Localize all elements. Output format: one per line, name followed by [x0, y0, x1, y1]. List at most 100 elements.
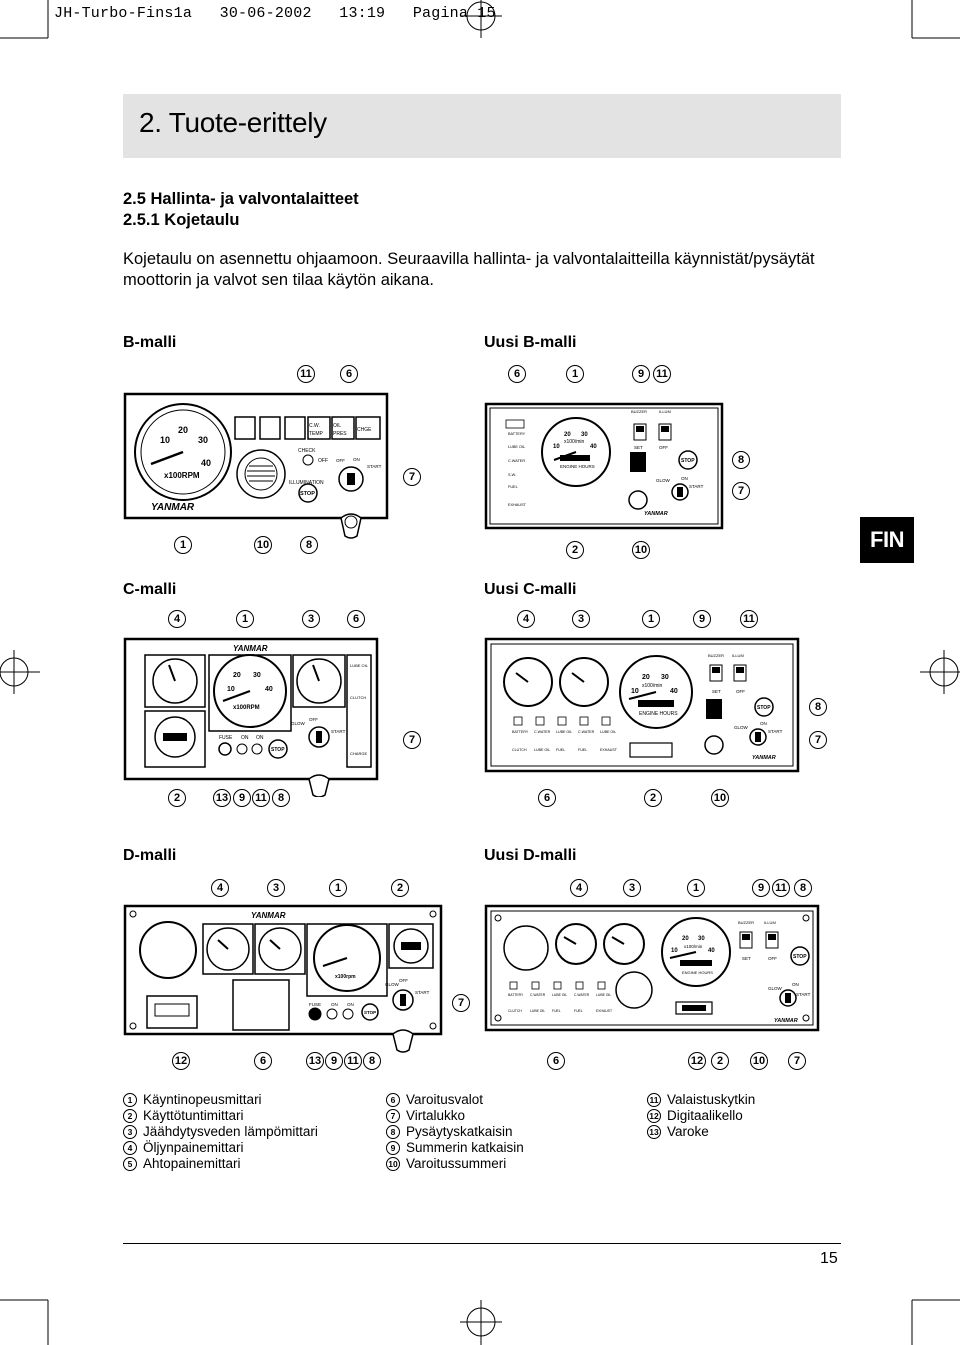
- svg-text:OFF: OFF: [768, 956, 777, 961]
- svg-text:OFF: OFF: [336, 458, 345, 463]
- svg-text:30: 30: [253, 672, 261, 679]
- svg-text:START: START: [768, 729, 783, 734]
- svg-text:LUBE OIL: LUBE OIL: [530, 1009, 545, 1013]
- legend-text: Öljynpainemittari: [143, 1140, 244, 1155]
- svg-text:10: 10: [671, 948, 678, 954]
- legend-item: 3 Jäähdytysveden lämpömittari: [123, 1124, 318, 1140]
- callout-1: 1: [642, 610, 660, 628]
- callout-9: 9: [325, 1052, 343, 1070]
- legend-text: Varoke: [667, 1124, 709, 1139]
- callout-2: 2: [644, 789, 662, 807]
- svg-text:ILLUM: ILLUM: [732, 653, 744, 658]
- callout-9: 9: [693, 610, 711, 628]
- svg-text:30: 30: [698, 936, 705, 942]
- callout-4: 4: [211, 879, 229, 897]
- footer-rule: [123, 1243, 841, 1244]
- svg-text:YANMAR: YANMAR: [251, 911, 286, 920]
- legend-number: 1: [123, 1093, 137, 1107]
- rpm-label: x100RPM: [233, 705, 260, 711]
- callout-4: 4: [168, 610, 186, 628]
- callout-11: 11: [772, 879, 790, 897]
- legend-number: 11: [647, 1093, 661, 1107]
- engine-hours-label: ENGINE HOURS: [682, 970, 713, 975]
- model-new-b-heading: Uusi B-malli: [484, 334, 577, 351]
- svg-text:BATTERY: BATTERY: [512, 730, 529, 734]
- svg-text:GLOW: GLOW: [656, 478, 671, 483]
- callout-1: 1: [566, 365, 584, 383]
- svg-text:20: 20: [564, 432, 571, 438]
- svg-text:PRES: PRES: [333, 431, 347, 437]
- svg-text:FUEL: FUEL: [552, 1009, 561, 1013]
- svg-text:GLOW: GLOW: [734, 725, 749, 730]
- svg-text:S.W.: S.W.: [508, 473, 516, 477]
- callout-1: 1: [236, 610, 254, 628]
- legend-text: Jäähdytysveden lämpömittari: [143, 1124, 318, 1139]
- engine-hours-label: ENGINE HOURS: [639, 711, 678, 717]
- legend-number: 3: [123, 1125, 137, 1139]
- svg-text:EXHAUST: EXHAUST: [600, 748, 618, 752]
- callout-8: 8: [809, 698, 827, 716]
- svg-text:10: 10: [631, 688, 639, 695]
- callout-7: 7: [403, 731, 421, 749]
- svg-text:BUZZER: BUZZER: [708, 653, 724, 658]
- svg-text:ILLUM: ILLUM: [764, 920, 776, 925]
- callout-13: 13: [306, 1052, 324, 1070]
- callout-6: 6: [347, 610, 365, 628]
- svg-text:OFF: OFF: [318, 458, 328, 464]
- legend-text: Käyttötuntimittari: [143, 1108, 244, 1123]
- legend-item: 1 Käyntinopeusmittari: [123, 1092, 318, 1108]
- callout-10: 10: [632, 541, 650, 559]
- legend-text: Varoitussummeri: [406, 1156, 507, 1171]
- callout-6: 6: [508, 365, 526, 383]
- chapter-title: 2. Tuote-erittely: [139, 107, 327, 138]
- callout-3: 3: [623, 879, 641, 897]
- subsection-heading: 2.5.1 Kojetaulu: [123, 211, 240, 229]
- legend-number: 7: [386, 1109, 400, 1123]
- legend-text: Käyntinopeusmittari: [143, 1092, 262, 1107]
- svg-text:GLOW: GLOW: [385, 982, 400, 987]
- callout-10: 10: [711, 789, 729, 807]
- svg-text:ON: ON: [760, 721, 767, 726]
- svg-text:CLUTCH: CLUTCH: [350, 695, 366, 700]
- model-new-c-heading: Uusi C-malli: [484, 581, 577, 598]
- svg-text:EXHAUST: EXHAUST: [596, 1009, 612, 1013]
- svg-text:10: 10: [160, 435, 170, 445]
- callout-11: 11: [344, 1052, 362, 1070]
- legend-text: Virtalukko: [406, 1108, 466, 1123]
- callout-7: 7: [788, 1052, 806, 1070]
- svg-text:TEMP: TEMP: [309, 431, 324, 437]
- callout-4: 4: [570, 879, 588, 897]
- rpm-label: x100RPM: [164, 471, 200, 480]
- rpm-min-label: x100/min: [642, 683, 663, 689]
- svg-text:START: START: [331, 729, 346, 734]
- svg-text:CHGE: CHGE: [357, 427, 372, 433]
- svg-text:LUBE OIL: LUBE OIL: [596, 993, 611, 997]
- legend-number: 9: [386, 1141, 400, 1155]
- svg-text:30: 30: [581, 432, 588, 438]
- legend-number: 5: [123, 1157, 137, 1171]
- svg-text:GLOW: GLOW: [768, 986, 783, 991]
- svg-text:40: 40: [670, 688, 678, 695]
- svg-text:BATTERY: BATTERY: [508, 432, 526, 436]
- callout-8: 8: [363, 1052, 381, 1070]
- svg-text:FUEL: FUEL: [574, 1009, 583, 1013]
- legend-number: 4: [123, 1141, 137, 1155]
- model-c-heading: C-malli: [123, 581, 177, 598]
- svg-text:C.W.: C.W.: [309, 423, 320, 429]
- callout-2: 2: [711, 1052, 729, 1070]
- svg-text:STOP: STOP: [681, 458, 695, 464]
- callout-2: 2: [391, 879, 409, 897]
- svg-text:STOP: STOP: [793, 954, 807, 960]
- title-band: 2. Tuote-erittely: [123, 94, 841, 158]
- svg-text:ON: ON: [353, 457, 360, 462]
